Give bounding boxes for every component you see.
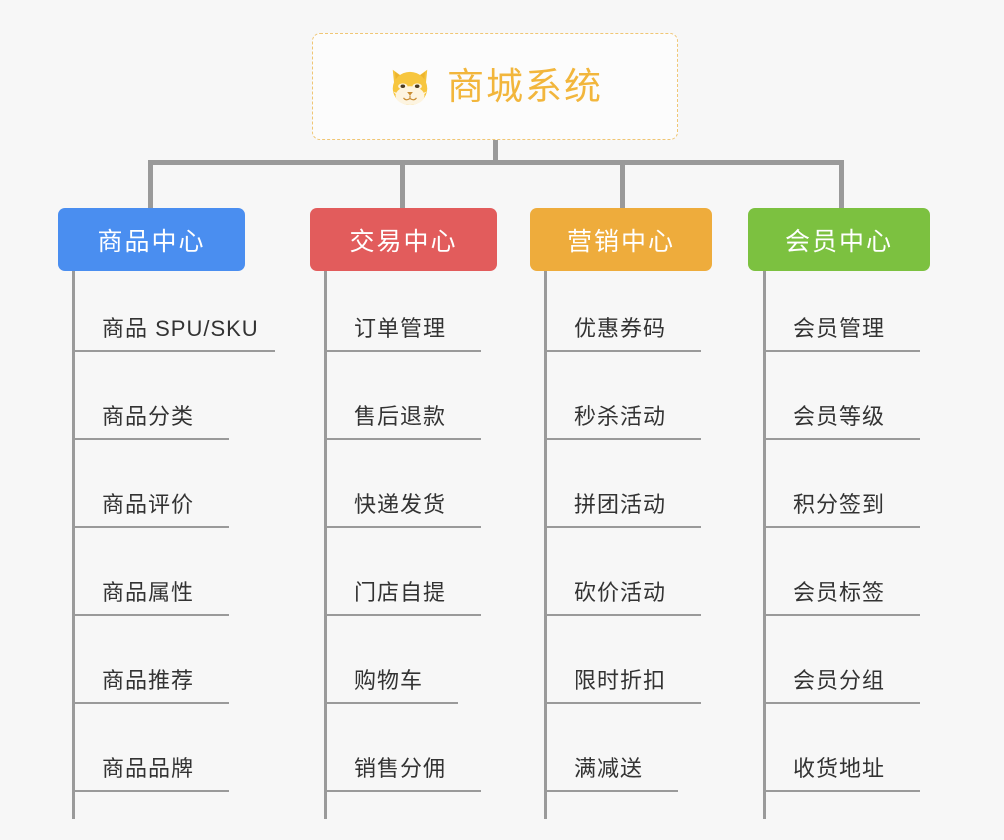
list-item-label: 会员管理 — [793, 316, 886, 341]
list-item[interactable]: 会员分组 — [763, 616, 920, 704]
list-item-label: 积分签到 — [793, 492, 886, 517]
list-item-label: 商品评价 — [102, 492, 195, 517]
connector-stub-1 — [72, 271, 75, 293]
category-header-1[interactable]: 商品中心 — [58, 208, 245, 271]
category-header-label: 会员中心 — [784, 227, 893, 256]
connector-root-stem — [493, 140, 498, 162]
category-header-label: 交易中心 — [349, 227, 458, 256]
category-header-label: 商品中心 — [97, 227, 206, 256]
list-item[interactable]: 商品属性 — [72, 528, 229, 616]
connector-stub-4 — [763, 271, 766, 293]
list-item[interactable]: 购物车 — [324, 616, 458, 704]
category-header-3[interactable]: 营销中心 — [530, 208, 712, 271]
list-item[interactable]: 优惠券码 — [544, 264, 701, 352]
column-spine-2 — [324, 292, 327, 819]
column-spine-1 — [72, 292, 75, 819]
list-item[interactable]: 会员管理 — [763, 264, 920, 352]
list-item[interactable]: 商品分类 — [72, 352, 229, 440]
connector-drop-2 — [400, 160, 405, 208]
list-item[interactable]: 商品评价 — [72, 440, 229, 528]
list-item-label: 秒杀活动 — [574, 404, 667, 429]
connector-stub-2 — [324, 271, 327, 293]
list-item-label: 商品品牌 — [102, 756, 195, 781]
list-item-label: 商品分类 — [102, 404, 195, 429]
list-item[interactable]: 满减送 — [544, 704, 678, 792]
list-item-label: 限时折扣 — [574, 668, 667, 693]
list-item[interactable]: 销售分佣 — [324, 704, 481, 792]
connector-drop-3 — [620, 160, 625, 208]
connector-stub-3 — [544, 271, 547, 293]
list-item-label: 商品 SPU/SKU — [102, 316, 259, 341]
list-item-label: 门店自提 — [354, 580, 447, 605]
connector-bus — [148, 160, 844, 165]
category-header-label: 营销中心 — [566, 227, 675, 256]
list-item[interactable]: 积分签到 — [763, 440, 920, 528]
list-item-label: 会员分组 — [793, 668, 886, 693]
shiba-dog-icon — [392, 69, 428, 105]
category-header-2[interactable]: 交易中心 — [310, 208, 497, 271]
list-item-label: 拼团活动 — [574, 492, 667, 517]
column-spine-3 — [544, 292, 547, 819]
root-node[interactable]: 商城系统 — [312, 33, 678, 140]
list-item-label: 商品属性 — [102, 580, 195, 605]
list-item[interactable]: 商品 SPU/SKU — [72, 264, 275, 352]
list-item[interactable]: 收货地址 — [763, 704, 920, 792]
root-title: 商城系统 — [447, 66, 603, 107]
list-item[interactable]: 拼团活动 — [544, 440, 701, 528]
list-item-label: 满减送 — [574, 756, 644, 781]
list-item-label: 会员标签 — [793, 580, 886, 605]
list-item-label: 订单管理 — [354, 316, 447, 341]
category-header-4[interactable]: 会员中心 — [748, 208, 930, 271]
connector-drop-1 — [148, 160, 153, 208]
list-item-label: 收货地址 — [793, 756, 886, 781]
list-item-label: 售后退款 — [354, 404, 447, 429]
list-item-label: 优惠券码 — [574, 316, 667, 341]
list-item[interactable]: 秒杀活动 — [544, 352, 701, 440]
column-spine-4 — [763, 292, 766, 819]
list-item[interactable]: 快递发货 — [324, 440, 481, 528]
list-item[interactable]: 商品推荐 — [72, 616, 229, 704]
connector-drop-4 — [839, 160, 844, 208]
list-item-label: 销售分佣 — [354, 756, 447, 781]
list-item-label: 快递发货 — [354, 492, 447, 517]
list-item[interactable]: 商品品牌 — [72, 704, 229, 792]
list-item[interactable]: 门店自提 — [324, 528, 481, 616]
list-item[interactable]: 限时折扣 — [544, 616, 701, 704]
list-item[interactable]: 会员等级 — [763, 352, 920, 440]
list-item-label: 会员等级 — [793, 404, 886, 429]
list-item-label: 商品推荐 — [102, 668, 195, 693]
list-item[interactable]: 售后退款 — [324, 352, 481, 440]
list-item[interactable]: 订单管理 — [324, 264, 481, 352]
list-item-label: 购物车 — [354, 668, 424, 693]
list-item[interactable]: 会员标签 — [763, 528, 920, 616]
list-item-label: 砍价活动 — [574, 580, 667, 605]
list-item[interactable]: 砍价活动 — [544, 528, 701, 616]
